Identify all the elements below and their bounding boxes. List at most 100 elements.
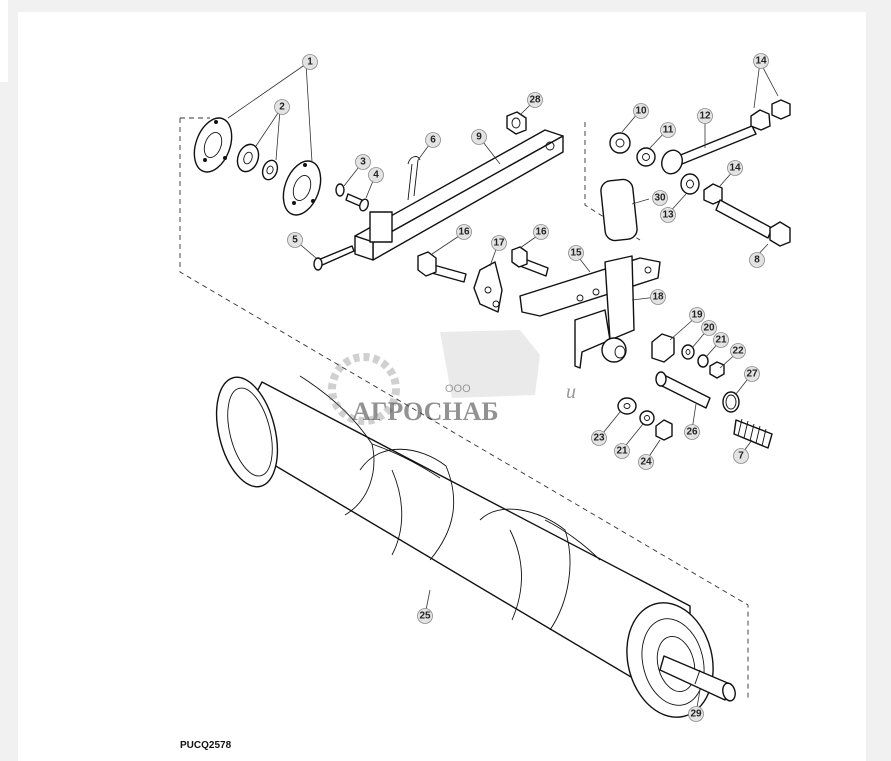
svg-text:14: 14 [729, 163, 741, 174]
svg-text:16: 16 [535, 227, 547, 238]
svg-text:4: 4 [373, 170, 379, 181]
callout-14b: 14 [727, 160, 743, 176]
svg-text:18: 18 [652, 292, 664, 303]
drawing-code: PUCQ2578 [180, 740, 232, 751]
callout-1: 1 [302, 54, 318, 70]
svg-text:6: 6 [430, 135, 436, 146]
spring-part-7 [733, 418, 773, 449]
callout-3: 3 [355, 154, 371, 170]
svg-text:27: 27 [746, 369, 758, 380]
callout-18: 18 [650, 289, 666, 305]
assembly-boundary [179, 118, 749, 700]
bolt-part-16b [511, 246, 549, 277]
callout-15: 15 [568, 245, 584, 261]
svg-text:2: 2 [279, 102, 285, 113]
callout-13: 13 [660, 207, 676, 223]
watermark: ООО АГРОСНАБ u [328, 330, 576, 426]
svg-text:30: 30 [654, 193, 666, 204]
pin-part-5 [313, 245, 355, 271]
svg-text:13: 13 [662, 210, 674, 221]
washer-part-20 [681, 344, 695, 360]
svg-text:17: 17 [493, 238, 505, 249]
svg-text:21: 21 [616, 446, 628, 457]
pin-part-26 [655, 371, 711, 409]
nut-part-24 [655, 419, 673, 441]
callout-20: 20 [701, 320, 717, 336]
svg-text:20: 20 [703, 323, 715, 334]
svg-text:15: 15 [570, 248, 582, 259]
callout-21b: 21 [614, 443, 630, 459]
callout-29: 29 [688, 706, 704, 722]
svg-text:3: 3 [360, 157, 366, 168]
svg-text:10: 10 [635, 106, 647, 117]
svg-text:19: 19 [691, 310, 703, 321]
washer-part-10 [609, 132, 631, 154]
flange-part-1a [193, 117, 233, 173]
svg-text:12: 12 [699, 111, 711, 122]
svg-text:1: 1 [307, 57, 313, 68]
arm-part-9 [354, 129, 564, 261]
bolt-part-12 [661, 125, 757, 175]
bearing-part-2 [236, 143, 279, 181]
callout-11: 11 [660, 122, 676, 138]
svg-text:21: 21 [715, 335, 727, 346]
callout-30: 30 [652, 190, 668, 206]
roller-part-25 [215, 375, 714, 718]
washer-part-21a [697, 354, 709, 368]
callout-5: 5 [287, 232, 303, 248]
callout-12: 12 [697, 108, 713, 124]
callout-24: 24 [638, 454, 654, 470]
callout-26: 26 [684, 424, 700, 440]
callout-25: 25 [417, 608, 433, 624]
washer-part-23 [617, 397, 637, 415]
svg-text:25: 25 [419, 611, 431, 622]
callout-19: 19 [689, 307, 705, 323]
svg-text:23: 23 [593, 433, 605, 444]
callout-23: 23 [591, 430, 607, 446]
callout-14: 14 [753, 53, 769, 69]
callout-9: 9 [471, 129, 487, 145]
bracket-part-18 [574, 255, 635, 369]
callout-22: 22 [730, 343, 746, 359]
watermark-stray-letter: u [566, 381, 576, 403]
callout-16b: 16 [533, 224, 549, 240]
callout-4: 4 [368, 167, 384, 183]
svg-text:29: 29 [690, 709, 702, 720]
callout-8: 8 [749, 252, 765, 268]
svg-text:24: 24 [640, 457, 652, 468]
shaft-part-29 [659, 655, 736, 702]
callout-27: 27 [744, 366, 760, 382]
cotter-pin-part-6 [407, 156, 421, 201]
nut-part-28 [506, 111, 527, 135]
washer-part-11 [636, 147, 656, 167]
bolt-part-4 [345, 193, 369, 212]
callout-16: 16 [456, 224, 472, 240]
callouts: 1 2 3 4 5 6 9 28 10 11 12 14 30 13 14 8 … [274, 53, 769, 722]
svg-text:11: 11 [663, 125, 674, 136]
svg-text:22: 22 [732, 346, 744, 357]
svg-text:16: 16 [458, 227, 470, 238]
callout-10: 10 [633, 103, 649, 119]
svg-text:14: 14 [755, 56, 767, 67]
svg-text:5: 5 [292, 235, 298, 246]
watermark-company-prefix: ООО [445, 383, 471, 395]
washer-part-3 [335, 183, 345, 197]
nut-part-19 [651, 333, 675, 363]
ring-part-27 [722, 391, 740, 413]
washer-part-13 [680, 173, 700, 195]
nut-part-14b [703, 183, 723, 205]
callout-21: 21 [713, 332, 729, 348]
callout-2: 2 [274, 99, 290, 115]
bolt-part-16a [417, 251, 467, 283]
callout-17: 17 [491, 235, 507, 251]
flange-part-1b [282, 160, 322, 216]
sidebar-edge [0, 0, 8, 82]
nut-part-14a [750, 99, 791, 131]
nut-part-22 [709, 361, 725, 379]
callout-6: 6 [425, 132, 441, 148]
watermark-company-name: АГРОСНАБ [352, 397, 499, 426]
bracket-part-17 [473, 261, 503, 313]
callout-28: 28 [527, 92, 543, 108]
